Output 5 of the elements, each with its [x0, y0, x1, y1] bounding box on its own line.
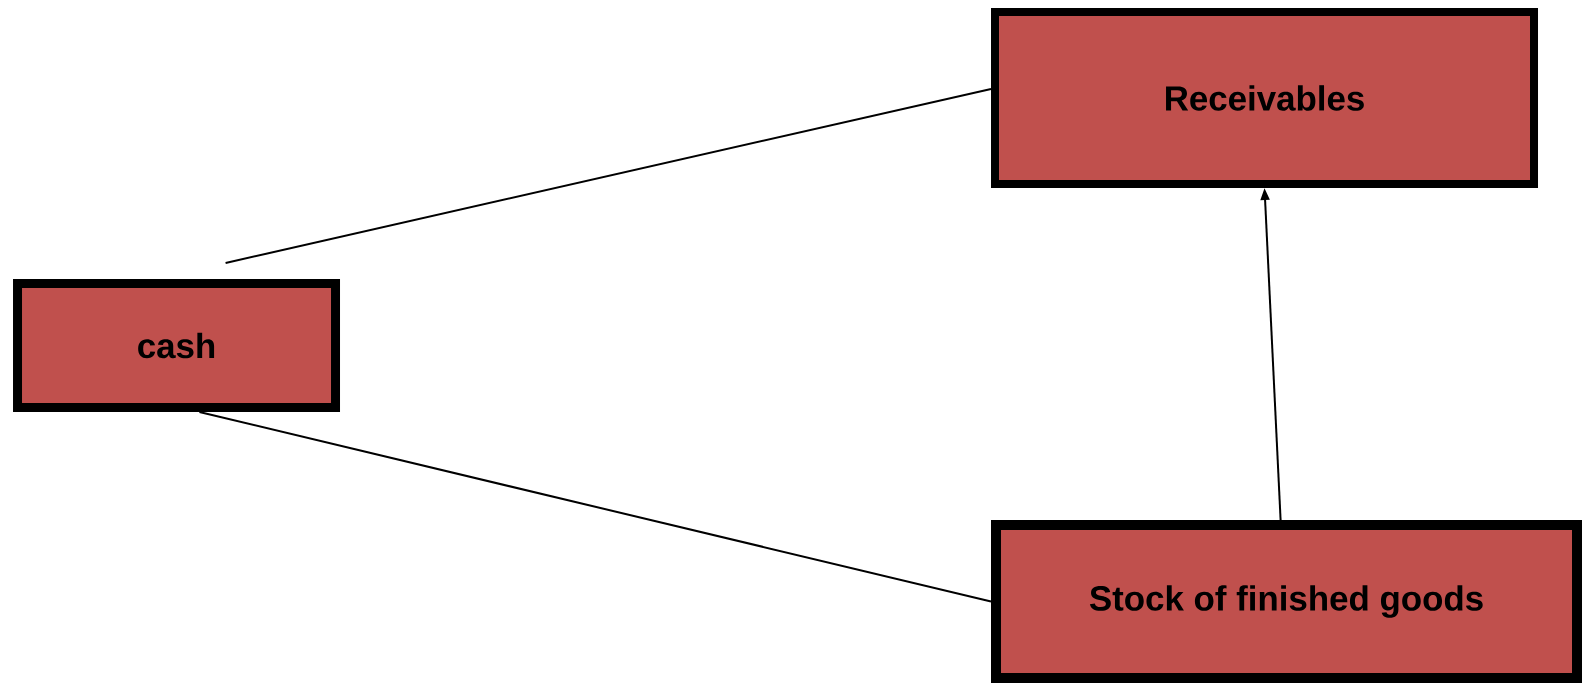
process-box: Receivables	[991, 8, 1538, 188]
process-box: Stock of finished goods	[991, 520, 1582, 683]
connector-line	[224, 88, 992, 264]
process-box: cash	[13, 279, 340, 412]
connector-line	[198, 411, 992, 603]
